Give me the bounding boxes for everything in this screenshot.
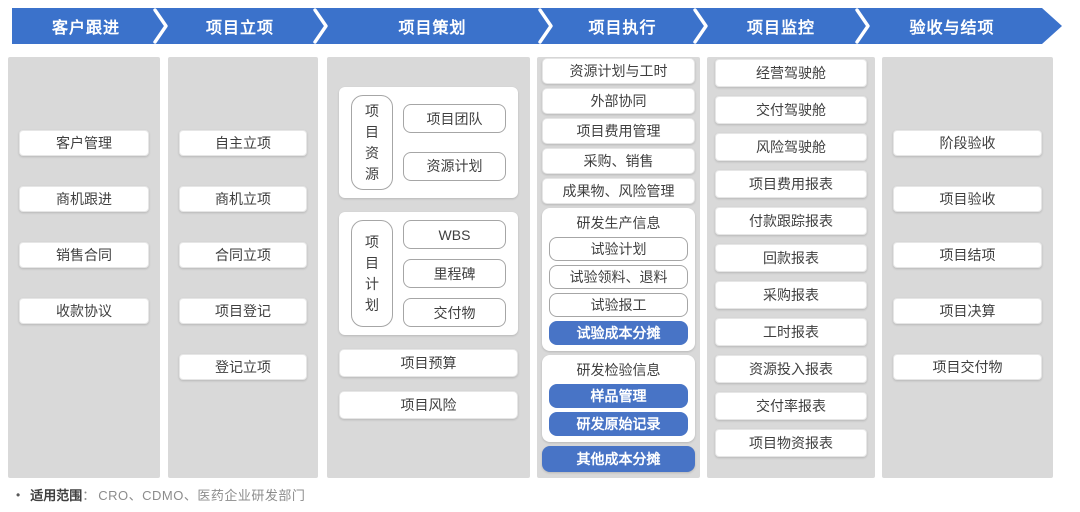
stage-item: 项目验收 bbox=[893, 186, 1042, 212]
stage-item: 回款报表 bbox=[715, 244, 867, 272]
stage-item: 项目费用报表 bbox=[715, 170, 867, 198]
group-item: 项目团队 bbox=[403, 104, 506, 134]
stage-item: 风险驾驶舱 bbox=[715, 133, 867, 161]
stage-item: 项目决算 bbox=[893, 298, 1042, 324]
group-item: 交付物 bbox=[403, 298, 506, 327]
titled-group: 研发检验信息样品管理研发原始记录 bbox=[542, 355, 695, 442]
stage-item: 商机跟进 bbox=[19, 186, 149, 212]
stage-header-3: 项目策划 bbox=[320, 8, 545, 44]
stage-column-6: 阶段验收项目验收项目结项项目决算项目交付物 bbox=[882, 57, 1053, 478]
stage-item: 采购、销售 bbox=[542, 148, 695, 174]
group-item: WBS bbox=[403, 220, 506, 249]
stage-item: 资源计划与工时 bbox=[542, 58, 695, 84]
group-item: 里程碑 bbox=[403, 259, 506, 288]
stage-item: 成果物、风险管理 bbox=[542, 178, 695, 204]
stage-item: 采购报表 bbox=[715, 281, 867, 309]
group-item: 资源计划 bbox=[403, 151, 506, 181]
group-title: 研发检验信息 bbox=[576, 362, 661, 378]
stage-header-label: 项目立项 bbox=[205, 20, 274, 37]
stage-column-2: 自主立项商机立项合同立项项目登记登记立项 bbox=[168, 57, 318, 478]
stage-header-1: 客户跟进 bbox=[12, 8, 160, 44]
stage-item: 合同立项 bbox=[179, 242, 307, 268]
process-header-band: 客户跟进 项目立项 项目策划 项目执行 项目监控 验收与结项 bbox=[12, 8, 1062, 44]
chevron-separator-icon bbox=[536, 8, 554, 44]
stage-header-label: 项目监控 bbox=[746, 20, 815, 37]
stage-item: 收款协议 bbox=[19, 298, 149, 324]
stage-item: 项目预算 bbox=[339, 349, 518, 377]
titled-group: 研发生产信息试验计划试验领料、退料试验报工试验成本分摊 bbox=[542, 208, 695, 351]
group-item: 试验计划 bbox=[549, 237, 688, 261]
chevron-separator-icon bbox=[311, 8, 329, 44]
stage-column-4: 资源计划与工时外部协同项目费用管理采购、销售成果物、风险管理研发生产信息试验计划… bbox=[537, 57, 700, 478]
group-item: 研发原始记录 bbox=[549, 412, 688, 436]
group-item: 试验领料、退料 bbox=[549, 265, 688, 289]
stage-item: 其他成本分摊 bbox=[542, 446, 695, 472]
stage-item: 阶段验收 bbox=[893, 130, 1042, 156]
group-side-label-text: 项目计划 bbox=[365, 233, 379, 313]
stage-item: 销售合同 bbox=[19, 242, 149, 268]
stage-column-5: 经营驾驶舱交付驾驶舱风险驾驶舱项目费用报表付款跟踪报表回款报表采购报表工时报表资… bbox=[707, 57, 875, 478]
stage-header-4: 项目执行 bbox=[545, 8, 700, 44]
stage-item: 客户管理 bbox=[19, 130, 149, 156]
stage-item: 资源投入报表 bbox=[715, 355, 867, 383]
stage-header-6: 验收与结项 bbox=[862, 8, 1062, 44]
scope-footnote: • 适用范围 ： CRO、CDMO、医药企业研发部门 bbox=[16, 485, 305, 504]
stage-header-5: 项目监控 bbox=[700, 8, 862, 44]
stage-item: 项目费用管理 bbox=[542, 118, 695, 144]
stage-header-2: 项目立项 bbox=[160, 8, 320, 44]
stage-item: 登记立项 bbox=[179, 354, 307, 380]
stage-item: 经营驾驶舱 bbox=[715, 59, 867, 87]
scope-separator: ： bbox=[82, 488, 96, 503]
stage-item: 工时报表 bbox=[715, 318, 867, 346]
stage-header-label: 客户跟进 bbox=[51, 20, 120, 37]
stage-item: 商机立项 bbox=[179, 186, 307, 212]
group-item: 试验成本分摊 bbox=[549, 321, 688, 345]
group-side-label: 项目资源 bbox=[351, 95, 393, 190]
stage-item: 付款跟踪报表 bbox=[715, 207, 867, 235]
group-side-label-text: 项目资源 bbox=[365, 102, 379, 182]
chevron-separator-icon bbox=[151, 8, 169, 44]
chevron-separator-icon bbox=[853, 8, 871, 44]
group-title: 研发生产信息 bbox=[576, 215, 661, 231]
stage-column-3: 项目资源 项目团队资源计划项目计划 WBS 里程碑交付物项目预算项目风险 bbox=[327, 57, 530, 478]
stage-item: 项目交付物 bbox=[893, 354, 1042, 380]
side-labeled-group: 项目计划 WBS 里程碑交付物 bbox=[339, 212, 518, 335]
stage-item: 项目风险 bbox=[339, 391, 518, 419]
stage-item: 交付率报表 bbox=[715, 392, 867, 420]
stage-header-label: 项目策划 bbox=[398, 20, 467, 37]
stage-item: 项目物资报表 bbox=[715, 429, 867, 457]
bullet-icon: • bbox=[16, 487, 21, 502]
stage-column-1: 客户管理商机跟进销售合同收款协议 bbox=[8, 57, 160, 478]
stage-header-label: 项目执行 bbox=[588, 20, 657, 37]
group-items: WBS 里程碑交付物 bbox=[403, 220, 506, 327]
stage-header-label: 验收与结项 bbox=[909, 20, 995, 37]
stage-item: 项目结项 bbox=[893, 242, 1042, 268]
stage-item: 外部协同 bbox=[542, 88, 695, 114]
group-items: 项目团队资源计划 bbox=[403, 95, 506, 190]
group-item: 样品管理 bbox=[549, 384, 688, 408]
chevron-separator-icon bbox=[691, 8, 709, 44]
scope-text: CRO、CDMO、医药企业研发部门 bbox=[98, 488, 306, 503]
side-labeled-group: 项目资源 项目团队资源计划 bbox=[339, 87, 518, 198]
stage-item: 自主立项 bbox=[179, 130, 307, 156]
stage-item: 交付驾驶舱 bbox=[715, 96, 867, 124]
group-side-label: 项目计划 bbox=[351, 220, 393, 327]
group-item: 试验报工 bbox=[549, 293, 688, 317]
scope-label: 适用范围 bbox=[30, 488, 83, 503]
stage-item: 项目登记 bbox=[179, 298, 307, 324]
